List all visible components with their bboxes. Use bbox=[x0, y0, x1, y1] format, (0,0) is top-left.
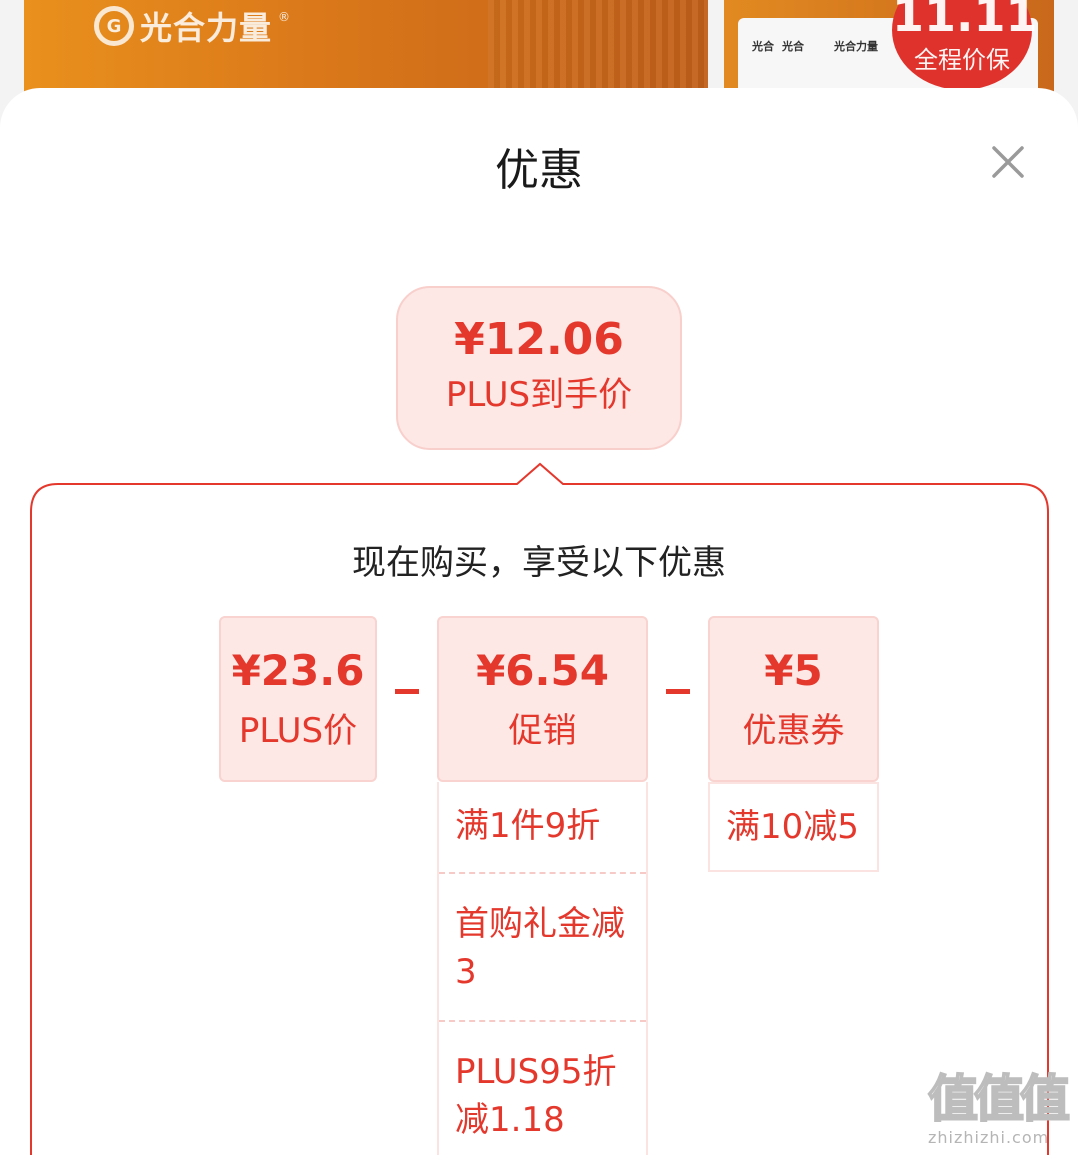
final-price-label: PLUS到手价 bbox=[445, 375, 633, 415]
badge-subtitle: 全程价保 bbox=[914, 46, 1010, 74]
watermark-url: zhizhizhi.com bbox=[928, 1128, 1050, 1147]
coupon-label: 优惠券 bbox=[742, 711, 845, 751]
site-watermark: 值值值 zhizhizhi.com bbox=[927, 1069, 1073, 1155]
promotion-detail-item: 首购礼金减3 bbox=[455, 904, 625, 992]
close-icon[interactable] bbox=[988, 142, 1028, 182]
brand-logo: G 光合力量 ® bbox=[94, 4, 290, 48]
close-button[interactable] bbox=[988, 142, 1028, 182]
final-price-bubble: ¥12.06 PLUS到手价 bbox=[396, 286, 682, 450]
promotion-detail-item: PLUS95折减1.18 bbox=[455, 1052, 617, 1140]
pack-label-3: 光合力量 bbox=[834, 40, 878, 53]
watermark-glyphs: 值值值 bbox=[927, 1069, 1071, 1129]
promotion-details: 满1件9折 首购礼金减3 PLUS95折减1.18 bbox=[437, 782, 648, 1155]
brand-logo-text: 光合力量 bbox=[140, 9, 273, 47]
promotion-card[interactable]: ¥6.54 促销 bbox=[437, 616, 648, 782]
promotion-amount: ¥6.54 bbox=[476, 646, 609, 695]
sheet-title: 优惠 bbox=[495, 145, 583, 196]
coupon-card[interactable]: ¥5 优惠券 bbox=[708, 616, 879, 782]
pack-label-1: 光合 bbox=[752, 40, 774, 53]
breakdown-subtitle: 现在购买，享受以下优惠 bbox=[352, 543, 726, 583]
badge-title: 11.11 bbox=[892, 0, 1038, 42]
minus-sign bbox=[666, 689, 690, 694]
dashed-divider bbox=[439, 872, 646, 874]
plus-price-label: PLUS价 bbox=[238, 711, 358, 751]
minus-sign bbox=[395, 689, 419, 694]
coupon-amount: ¥5 bbox=[764, 646, 823, 695]
dashed-divider bbox=[439, 1020, 646, 1022]
brand-logo-mark: G bbox=[94, 6, 134, 46]
final-price-amount: ¥12.06 bbox=[454, 314, 624, 365]
plus-price-card: ¥23.6 PLUS价 bbox=[219, 616, 377, 782]
coupon-detail-item: 满10减5 bbox=[708, 782, 879, 872]
pack-label-2: 光合 bbox=[782, 40, 804, 53]
promotion-detail-item: 满1件9折 bbox=[455, 806, 601, 846]
registered-mark: ® bbox=[278, 10, 291, 24]
plus-price-amount: ¥23.6 bbox=[231, 646, 365, 695]
promotion-label: 促销 bbox=[508, 711, 577, 751]
